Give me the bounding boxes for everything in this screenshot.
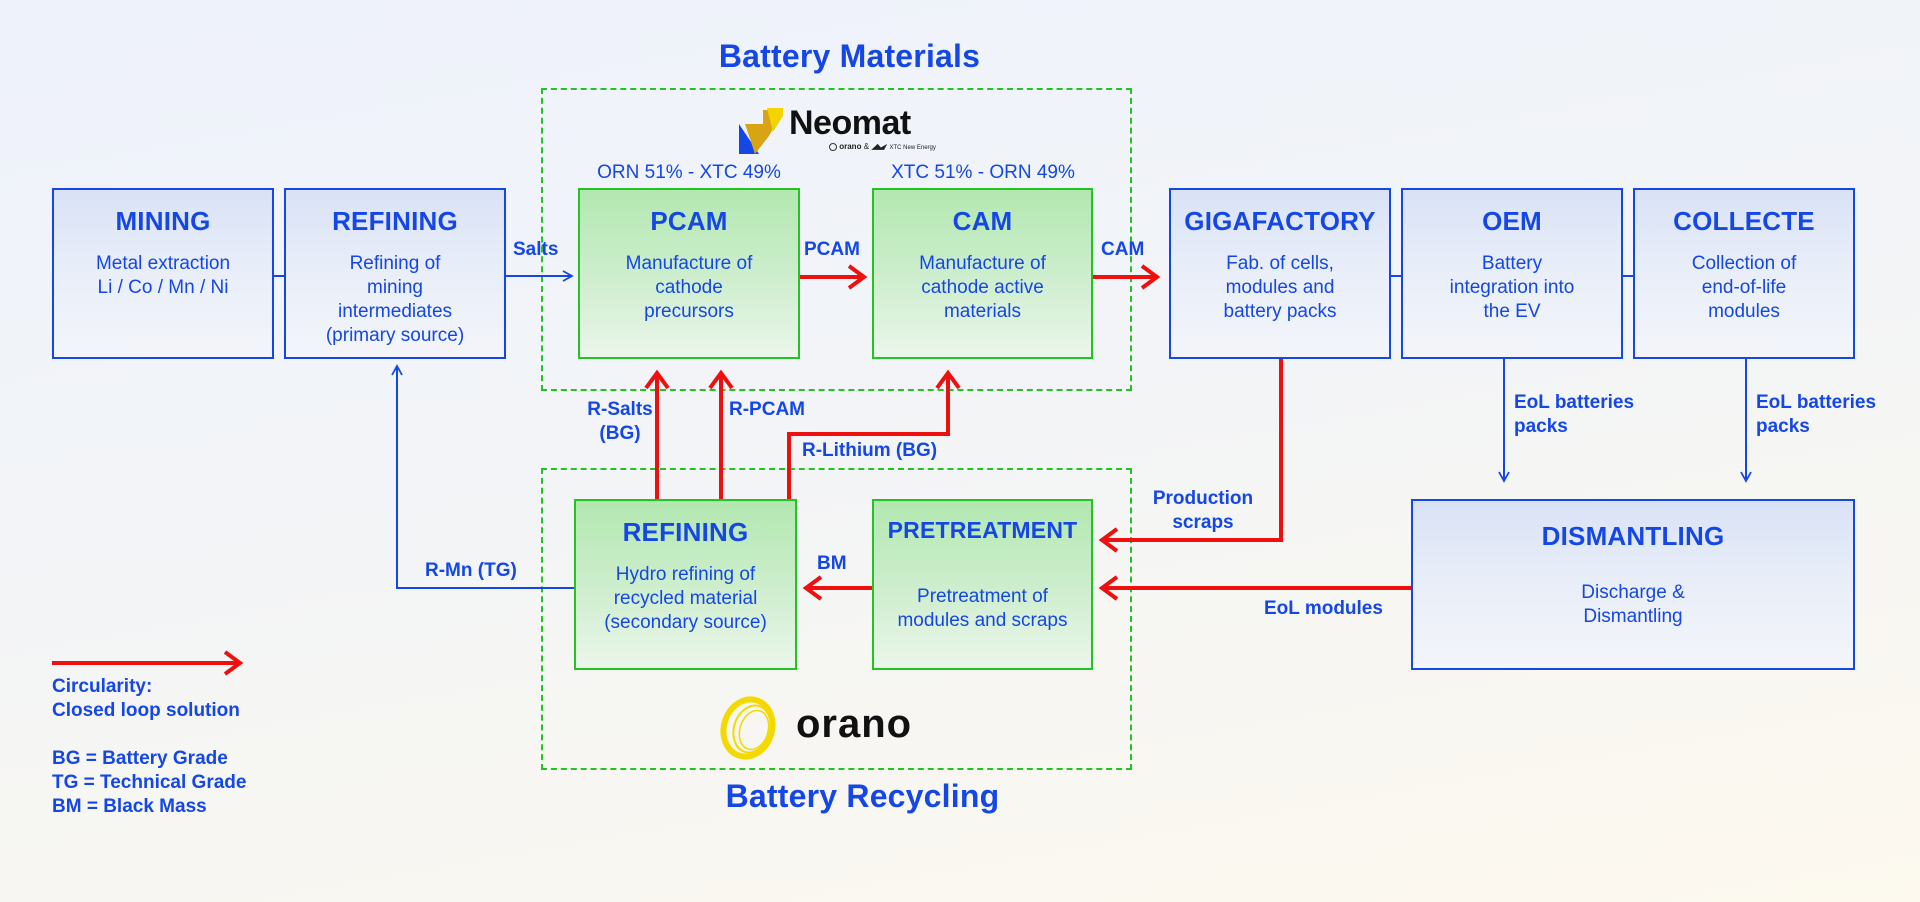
- box-title: COLLECTE: [1673, 206, 1815, 236]
- orano-logo: orano: [716, 694, 936, 760]
- box-pcam[interactable]: PCAM Manufacture of cathode precursors: [578, 188, 800, 359]
- partner-orano: orano: [839, 142, 862, 151]
- legend-abbreviations: BG = Battery Grade TG = Technical Grade …: [52, 748, 247, 817]
- arrow-r-lithium: [787, 369, 961, 499]
- box-description: Fab. of cells, modules and battery packs: [1223, 253, 1337, 322]
- box-description: Metal extraction Li / Co / Mn / Ni: [95, 253, 231, 298]
- label-eol-packs-oem: EoL batteries packs: [1514, 392, 1635, 437]
- label-r-mn: R-Mn (TG): [425, 560, 517, 581]
- label-r-salts: R-Salts (BG): [587, 399, 653, 444]
- box-description: Manufacture of cathode precursors: [625, 253, 753, 322]
- box-description: Manufacture of cathode active materials: [919, 253, 1046, 322]
- arrow-production-scraps: [1098, 359, 1283, 553]
- box-cam[interactable]: CAM Manufacture of cathode active materi…: [872, 188, 1093, 359]
- label-production-scraps: Production scraps: [1152, 488, 1254, 533]
- label-salts: Salts: [513, 239, 559, 260]
- box-refining-primary[interactable]: REFINING Refining of mining intermediate…: [284, 188, 506, 359]
- partner-amp: &: [863, 142, 870, 151]
- partner-xtc: XTC New Energy: [889, 145, 936, 151]
- orano-logo-mark-icon: [720, 696, 776, 760]
- box-pretreatment[interactable]: PRETREATMENT Pretreatment of modules and…: [872, 499, 1093, 670]
- pcam-shareholding: ORN 51% - XTC 49%: [597, 162, 781, 183]
- neomat-logo: Neomat orano & XTC New Energy: [737, 104, 937, 156]
- orano-mini-icon: [829, 142, 837, 151]
- box-description: Collection of end-of-life modules: [1691, 253, 1797, 322]
- box-title: REFINING: [622, 517, 749, 547]
- orano-wordmark: orano: [796, 702, 913, 746]
- box-title: PRETREATMENT: [887, 517, 1078, 543]
- box-description: Discharge & Dismantling: [1581, 582, 1685, 627]
- box-title: REFINING: [332, 206, 458, 236]
- xtc-mini-icon: [871, 143, 888, 150]
- label-eol-packs-collecte: EoL batteries packs: [1756, 392, 1877, 437]
- battery-materials-title: Battery Materials: [718, 38, 981, 74]
- box-collecte[interactable]: COLLECTE Collection of end-of-life modul…: [1633, 188, 1855, 359]
- cam-shareholding: XTC 51% - ORN 49%: [891, 162, 1075, 183]
- box-title: DISMANTLING: [1541, 521, 1725, 551]
- battery-materials-group: [541, 88, 1132, 391]
- arrow-r-mn: [391, 364, 574, 589]
- label-pcam-flow: PCAM: [804, 239, 860, 260]
- box-refining-recycling[interactable]: REFINING Hydro refining of recycled mate…: [574, 499, 797, 670]
- box-description: Hydro refining of recycled material (sec…: [604, 564, 767, 633]
- box-dismantling[interactable]: DISMANTLING Discharge & Dismantling: [1411, 499, 1855, 670]
- label-bm: BM: [817, 553, 847, 574]
- label-r-lithium: R-Lithium (BG): [802, 440, 938, 461]
- box-description: Refining of mining intermediates (primar…: [325, 253, 465, 346]
- battery-recycling-group: [541, 468, 1132, 770]
- battery-recycling-title: Battery Recycling: [725, 778, 1000, 814]
- box-title: OEM: [1482, 206, 1542, 236]
- box-mining[interactable]: MINING Metal extraction Li / Co / Mn / N…: [52, 188, 274, 359]
- box-title: MINING: [115, 206, 211, 236]
- box-description: Pretreatment of modules and scraps: [897, 586, 1068, 631]
- label-eol-modules: EoL modules: [1264, 598, 1383, 619]
- box-oem[interactable]: OEM Battery integration into the EV: [1401, 188, 1623, 359]
- neomat-partners: orano & XTC New Energy: [829, 142, 936, 151]
- box-description: Battery integration into the EV: [1449, 253, 1575, 322]
- label-r-pcam: R-PCAM: [729, 399, 805, 420]
- box-title: GIGAFACTORY: [1184, 206, 1376, 236]
- label-cam-flow: CAM: [1101, 239, 1145, 260]
- box-title: CAM: [952, 206, 1013, 236]
- box-title: PCAM: [650, 206, 728, 236]
- neomat-wordmark: Neomat: [789, 104, 911, 142]
- neomat-logo-mark-icon: [739, 108, 783, 154]
- box-gigafactory[interactable]: GIGAFACTORY Fab. of cells, modules and b…: [1169, 188, 1391, 359]
- legend-circularity: Circularity: Closed loop solution: [52, 676, 240, 721]
